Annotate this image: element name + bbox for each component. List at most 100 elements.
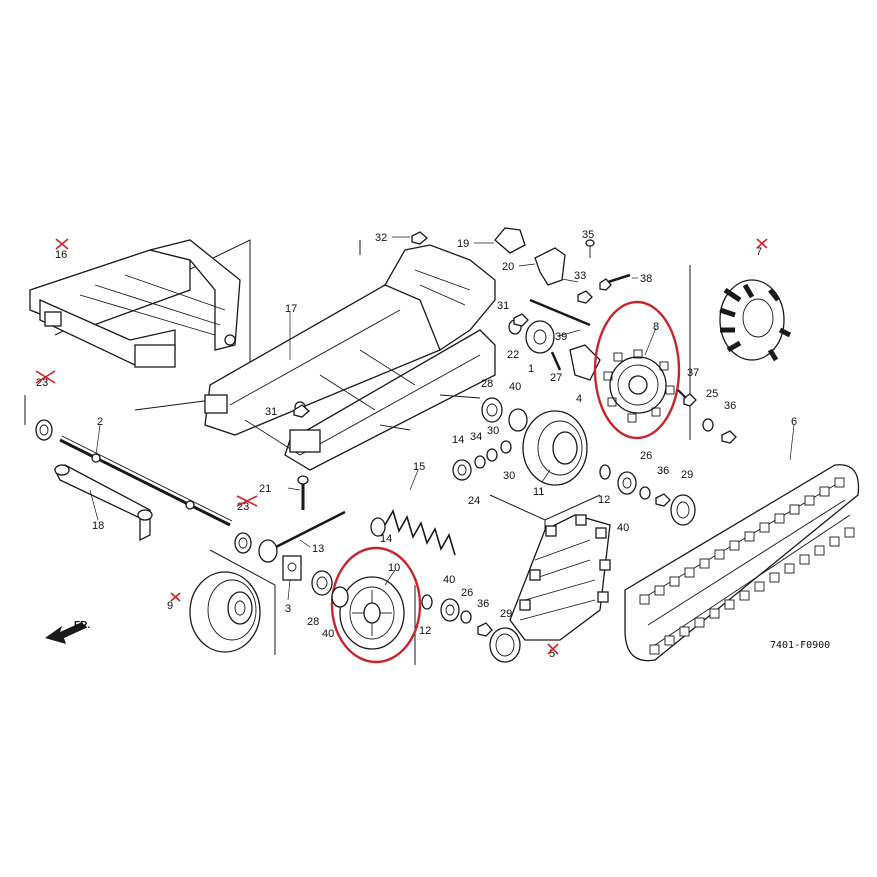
track-lug	[679, 626, 690, 637]
bearing-40-right	[440, 598, 460, 622]
cap-29-upper	[670, 494, 696, 526]
callout-3: 3	[285, 603, 291, 615]
track-lug	[669, 576, 680, 587]
callout-24: 24	[468, 495, 480, 507]
cap-29-lower	[489, 627, 521, 663]
nut-36-mid	[655, 493, 671, 507]
callout-40b: 40	[617, 522, 629, 534]
callout-6: 6	[791, 416, 797, 428]
callout-13: 13	[312, 543, 324, 555]
bearing-28-lower	[311, 570, 333, 596]
track-lug	[649, 644, 660, 655]
collar-12-lower	[421, 594, 433, 610]
bearing-28-upper	[481, 397, 503, 423]
callout-19: 19	[457, 238, 469, 250]
drive-hub-7	[719, 279, 792, 362]
callout-36a: 36	[724, 400, 736, 412]
callout-34: 34	[470, 431, 482, 443]
washer-23-left	[35, 419, 53, 441]
track-lug	[684, 567, 695, 578]
idler-wheel-10	[339, 576, 405, 650]
wheel-9	[189, 571, 261, 653]
arm-18	[54, 464, 153, 542]
callout-11: 11	[533, 486, 544, 498]
leader-lines	[89, 236, 795, 601]
callout-28a: 28	[481, 378, 493, 390]
seal-40-upper	[508, 408, 528, 432]
track-lug	[799, 554, 810, 565]
bolt-37	[677, 389, 697, 407]
track-lug	[819, 486, 830, 497]
bracket-20	[534, 247, 566, 286]
callout-27: 27	[550, 372, 562, 384]
callout-21: 21	[259, 483, 271, 495]
track-lug	[814, 545, 825, 556]
nut-36-upper	[721, 430, 737, 444]
cross-mark-7	[756, 238, 768, 249]
callout-14a: 14	[452, 434, 464, 446]
callout-29b: 29	[500, 608, 512, 620]
track-lug	[844, 527, 855, 538]
bracket-3	[282, 555, 302, 581]
reference-code: 7401-F0900	[770, 640, 830, 651]
callout-8: 8	[653, 321, 659, 333]
callout-2: 2	[97, 416, 103, 428]
bushing-24	[452, 459, 472, 481]
callout-14b: 14	[380, 533, 392, 545]
direction-label: FR.	[74, 620, 90, 631]
track-lug	[829, 536, 840, 547]
track-lug	[639, 594, 650, 605]
collar-12-upper	[599, 464, 611, 480]
bolt-21	[297, 475, 309, 510]
callout-12b: 12	[419, 625, 431, 637]
track-lug	[694, 617, 705, 628]
track-lug	[804, 495, 815, 506]
rod-13	[258, 510, 346, 563]
callout-16: 16	[55, 249, 67, 261]
track-lug	[729, 540, 740, 551]
callout-40a: 40	[509, 381, 521, 393]
track-lug	[784, 563, 795, 574]
track-lug	[769, 572, 780, 583]
callout-25: 25	[706, 388, 718, 400]
subframe-16	[29, 239, 241, 368]
callout-26b: 26	[461, 587, 473, 599]
cross-mark-5	[547, 643, 559, 655]
cross-mark-9	[170, 592, 181, 602]
callout-17: 17	[285, 303, 297, 315]
bolt-39	[529, 298, 591, 327]
collars-30	[474, 440, 512, 469]
track-lug	[744, 531, 755, 542]
track-5	[509, 514, 611, 641]
callout-4: 4	[576, 393, 582, 405]
callout-10: 10	[388, 562, 400, 574]
track-lug	[664, 635, 675, 646]
hub-1	[525, 320, 555, 354]
track-6	[624, 464, 860, 662]
callout-22: 22	[507, 349, 519, 361]
track-lug	[724, 599, 735, 610]
cross-mark-16	[55, 238, 69, 250]
sprocket-8	[603, 349, 675, 423]
cross-mark-23a	[35, 370, 56, 384]
seal-40-lower	[331, 586, 349, 608]
callout-38: 38	[640, 273, 652, 285]
track-lug	[789, 504, 800, 515]
axle-2	[59, 435, 233, 527]
nut-36-lower	[477, 622, 493, 637]
callout-40c: 40	[322, 628, 334, 640]
track-lug	[709, 608, 720, 619]
callout-9: 9	[167, 600, 173, 612]
callout-5: 5	[549, 648, 555, 660]
bolt-38	[599, 273, 631, 291]
callout-20: 20	[502, 261, 514, 273]
track-lug	[754, 581, 765, 592]
bolt-35	[585, 239, 595, 258]
callout-12a: 12	[598, 494, 610, 506]
track-lug	[739, 590, 750, 601]
washer-26-upper	[639, 486, 651, 500]
track-lug	[774, 513, 785, 524]
washer-25	[702, 418, 714, 432]
callout-35: 35	[582, 229, 594, 241]
